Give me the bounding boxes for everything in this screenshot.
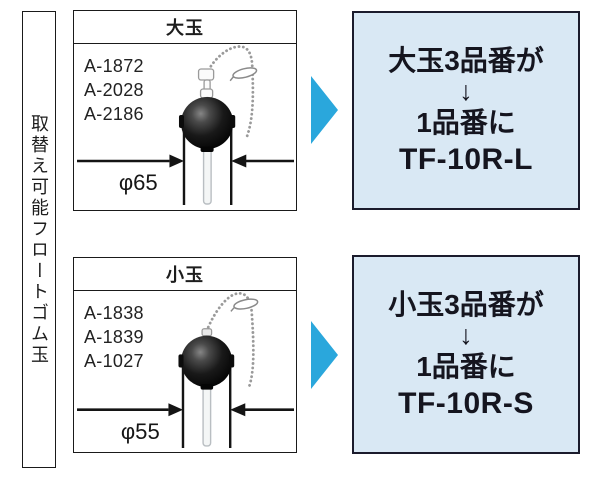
result-subheading: 1品番に <box>416 351 516 383</box>
part-number: A-2186 <box>84 104 144 124</box>
part-number: A-1838 <box>84 303 144 323</box>
part-number: A-1027 <box>84 351 144 371</box>
down-arrow-icon: ↓ <box>459 320 473 351</box>
float-ball-icon <box>180 97 234 149</box>
chain-clip-icon <box>230 298 259 312</box>
diameter-label: φ55 <box>121 419 160 444</box>
ball-seam-tabs <box>178 115 236 152</box>
float-ball-icon <box>180 335 233 388</box>
panel-large-ball: 大玉 A-1872 A-2028 A-2186 <box>73 10 297 211</box>
panel-small-body: A-1838 A-1839 A-1027 <box>74 291 296 452</box>
float-ball-small-illustration: φ55 <box>77 291 294 448</box>
result-heading: 小玉3品番が <box>388 289 544 321</box>
panel-small-ball: 小玉 A-1838 A-1839 A-1027 <box>73 257 297 453</box>
flow-arrow-icon <box>311 321 338 389</box>
panel-large-title: 大玉 <box>74 11 296 44</box>
diameter-arrows <box>77 154 294 168</box>
result-subheading: 1品番に <box>416 107 516 139</box>
diameter-arrows <box>77 403 294 417</box>
chain-clip-icon <box>229 67 258 82</box>
overflow-stem-icon <box>202 143 212 205</box>
panel-large-body: A-1872 A-2028 A-2186 <box>74 44 296 210</box>
part-number: A-1872 <box>84 56 144 76</box>
diameter-label: φ65 <box>119 170 158 195</box>
result-box-large: 大玉3品番が ↓ 1品番に TF-10R-L <box>352 11 580 210</box>
category-label-box: 取替え可能フロートゴム玉 <box>22 11 56 468</box>
result-box-small: 小玉3品番が ↓ 1品番に TF-10R-S <box>352 255 580 454</box>
new-part-code: TF-10R-L <box>399 142 533 176</box>
part-number-list: A-1872 A-2028 A-2186 <box>84 54 144 126</box>
part-number: A-2028 <box>84 80 144 100</box>
part-number: A-1839 <box>84 327 144 347</box>
ball-chain-icon <box>207 45 255 139</box>
part-number-list: A-1838 A-1839 A-1027 <box>84 301 144 373</box>
panel-small-title: 小玉 <box>74 258 296 291</box>
dimension-extension-lines <box>181 357 232 448</box>
float-ball-large-illustration: φ65 <box>77 45 294 205</box>
down-arrow-icon: ↓ <box>459 76 473 107</box>
result-heading: 大玉3品番が <box>388 45 544 77</box>
connector-nub-icon <box>201 328 213 337</box>
flow-arrow-icon <box>311 76 338 144</box>
ball-chain-icon <box>205 291 255 390</box>
ball-seam-tabs <box>178 354 235 390</box>
new-part-code: TF-10R-S <box>398 386 534 420</box>
category-label: 取替え可能フロートゴム玉 <box>29 113 49 366</box>
